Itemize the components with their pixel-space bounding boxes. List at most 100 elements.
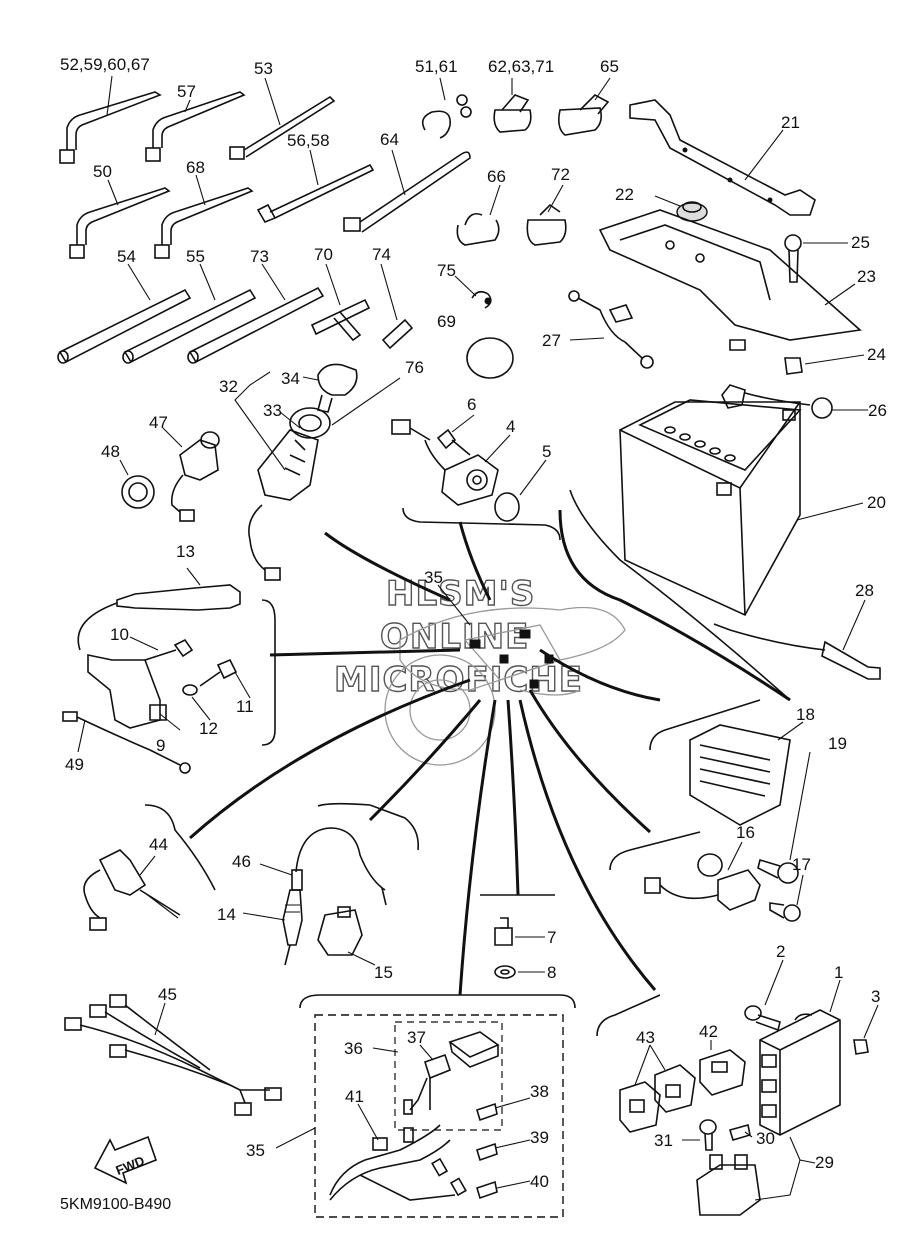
socket-47 [170,431,220,522]
callout-15: 15 [374,963,393,982]
starter-relay-29 [696,1154,761,1216]
callout-55: 55 [186,247,205,266]
callout-labels: 52,59,60,67 57 53 51,61 62,63,71 65 21 5… [60,55,887,1191]
callout-76: 76 [405,358,424,377]
sensor-15 [317,906,363,956]
cap-48 [121,475,155,509]
spark-plug-cap-13 [77,584,241,651]
wire-leaders [189,509,791,996]
callout-33: 33 [263,401,282,420]
diagram-code: 5KM9100-B490 [60,1196,171,1213]
callout-46: 46 [232,852,251,871]
fuse-block-1 [759,1009,841,1136]
callout-7: 7 [547,928,556,947]
screw-25 [784,234,802,283]
rectifier-18 [689,724,791,826]
bolt-6 [436,428,471,456]
callout-47: 47 [149,413,168,432]
o-ring-5 [494,492,520,522]
callout-39: 39 [530,1128,549,1147]
callout-22: 22 [615,185,634,204]
tee-fitting-70 [310,298,371,342]
fwd-label: FWD [113,1153,146,1178]
main-switch-32 [248,407,331,581]
callout-65: 65 [600,57,619,76]
screw-2 [744,1005,781,1032]
sensor-4 [391,419,499,506]
callout-2: 2 [776,942,785,961]
callout-53: 53 [254,59,273,78]
battery-20 [619,399,802,617]
callout-48: 48 [101,442,120,461]
earth-lead-27 [568,290,654,369]
callout-10: 10 [110,625,129,644]
cable-tie-52 [59,91,162,164]
screw-7 [494,917,513,946]
watermark: HLSM'S ONLINE MICROFICHE [333,573,582,700]
fwd-arrow: FWD [93,1135,158,1185]
clamp-72 [526,203,567,246]
callout-54: 54 [117,247,136,266]
callout-26: 26 [868,401,887,420]
tube-73 [187,286,325,364]
callout-38: 38 [530,1082,549,1101]
switch-44 [83,849,181,931]
cable-tie-50 [69,187,171,259]
nut-3 [853,1039,869,1055]
callout-49: 49 [65,755,84,774]
callout-13: 13 [176,542,195,561]
callout-1: 1 [834,963,843,982]
relay-42 [699,1049,746,1096]
bolt-19 [757,858,799,884]
fuse-box-group-35 [314,1014,564,1218]
callout-69: 69 [437,312,456,331]
callout-52-59-60-67: 52,59,60,67 [60,55,150,74]
callout-31: 31 [654,1131,673,1150]
callout-74: 74 [372,245,391,264]
callout-56-58: 56,58 [287,131,330,150]
callout-16: 16 [736,823,755,842]
callout-32: 32 [219,377,238,396]
cable-tie-56 [256,163,375,223]
callout-50: 50 [93,162,112,181]
callout-41: 41 [345,1087,364,1106]
callout-44: 44 [149,835,168,854]
sub-harness-45 [64,994,282,1116]
callout-66: 66 [487,167,506,186]
callout-73: 73 [250,247,269,266]
starter-relay-16 [644,853,761,911]
callout-11: 11 [236,697,254,716]
callout-68: 68 [186,158,205,177]
cable-tie-64 [343,151,471,233]
callout-8: 8 [547,963,556,982]
callout-25: 25 [851,233,870,252]
sensor-14 [282,889,303,966]
callout-21: 21 [781,113,800,132]
washer-8 [494,965,516,979]
callout-36: 36 [344,1039,363,1058]
atv-ghost-outline [384,606,626,766]
callout-17: 17 [792,855,811,874]
callout-43: 43 [636,1028,655,1047]
callout-72: 72 [551,165,570,184]
callout-42: 42 [699,1022,718,1041]
nut-24 [784,357,803,375]
callout-14: 14 [217,905,236,924]
clamp-62 [493,94,532,133]
sensor-lead-46 [291,827,387,906]
callout-23: 23 [857,267,876,286]
callout-35-bottom: 35 [246,1141,265,1160]
clamp-66 [456,212,500,246]
callout-70: 70 [314,245,333,264]
callout-12: 12 [199,719,218,738]
clip-51 [421,94,472,139]
callout-57: 57 [177,82,196,101]
callout-45: 45 [158,985,177,1004]
callout-6: 6 [467,395,476,414]
callout-19: 19 [828,734,847,753]
battery-lead-26 [721,384,833,419]
leader-lines [77,75,879,1201]
key-34 [317,363,358,413]
bolt-31 [699,1119,717,1151]
